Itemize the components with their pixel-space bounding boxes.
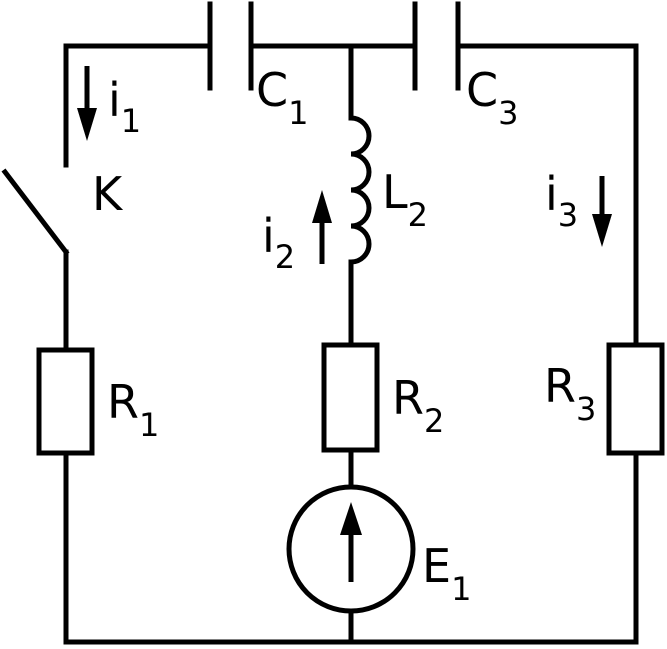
capacitor-c3 — [412, 1, 461, 91]
label-c1: C1 — [256, 63, 308, 132]
label-i2: i2 — [262, 209, 295, 276]
top-left-wire — [63, 43, 213, 168]
label-l2: L2 — [382, 165, 428, 234]
label-i1: i1 — [108, 73, 141, 140]
switch-k — [1, 168, 70, 256]
arrow-i2-up-icon — [312, 190, 332, 264]
arrow-i1-down-icon — [77, 66, 97, 141]
arrow-i3-down-icon — [592, 176, 612, 247]
label-i3: i3 — [545, 167, 578, 234]
resistor-r3 — [606, 342, 665, 456]
label-k: K — [92, 167, 124, 221]
capacitor-c1 — [207, 1, 254, 91]
top-right-wire — [455, 43, 639, 348]
label-e1: E1 — [422, 539, 471, 608]
inductor-l2 — [348, 115, 372, 265]
label-c3: C3 — [466, 63, 518, 132]
bottom-wire — [63, 450, 639, 645]
label-r1: R1 — [107, 375, 159, 444]
wires — [63, 43, 639, 645]
resistor-r2 — [321, 342, 380, 453]
resistor-r1 — [36, 347, 95, 456]
label-r3: R3 — [544, 359, 596, 428]
voltage-source-e1 — [286, 484, 416, 614]
label-r2: R2 — [392, 371, 444, 440]
